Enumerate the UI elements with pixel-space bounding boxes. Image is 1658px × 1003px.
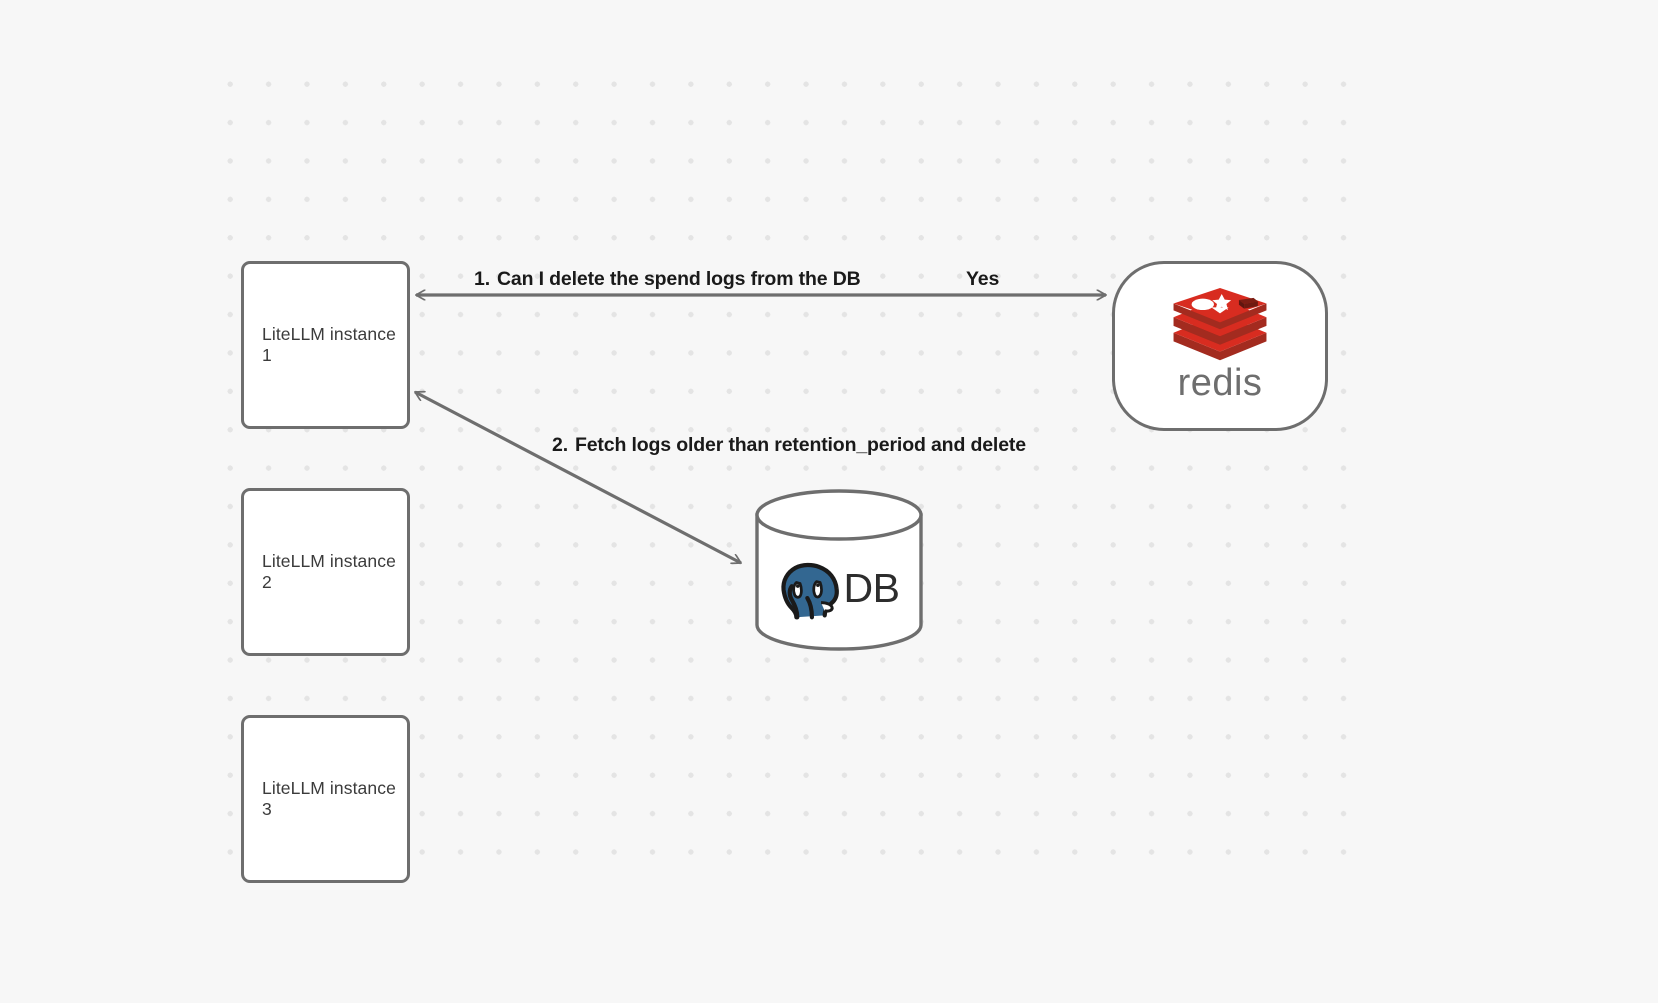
- database-label: DB: [843, 564, 900, 611]
- database-content: DB: [753, 552, 925, 624]
- node-label: LiteLLM instance 1: [262, 324, 396, 365]
- edge-label-step-1: 1. Can I delete the spend logs from the D…: [474, 268, 861, 291]
- node-label: LiteLLM instance 2: [262, 551, 396, 592]
- edge-label-yes: Yes: [966, 268, 1000, 290]
- node-litellm-instance-3[interactable]: LiteLLM instance 3: [241, 715, 410, 883]
- node-litellm-instance-1[interactable]: LiteLLM instance 1: [241, 261, 410, 429]
- step-text: Can I delete the spend logs from the DB: [496, 268, 861, 290]
- postgresql-elephant-icon: [780, 562, 839, 620]
- node-redis[interactable]: redis: [1112, 261, 1328, 431]
- svg-text:redis: redis: [1178, 364, 1263, 404]
- redis-logo-icon: [1173, 288, 1267, 361]
- step-number: 2.: [552, 434, 568, 456]
- step-number: 1.: [474, 268, 490, 290]
- edge-label-step-2: 2. Fetch logs older than retention_period…: [552, 434, 1026, 457]
- node-database[interactable]: DB: [753, 489, 925, 651]
- node-litellm-instance-2[interactable]: LiteLLM instance 2: [241, 488, 410, 656]
- node-label: LiteLLM instance 3: [262, 778, 396, 819]
- redis-wordmark: redis: [1178, 364, 1263, 404]
- step-text: Fetch logs older than retention_period a…: [574, 434, 1026, 456]
